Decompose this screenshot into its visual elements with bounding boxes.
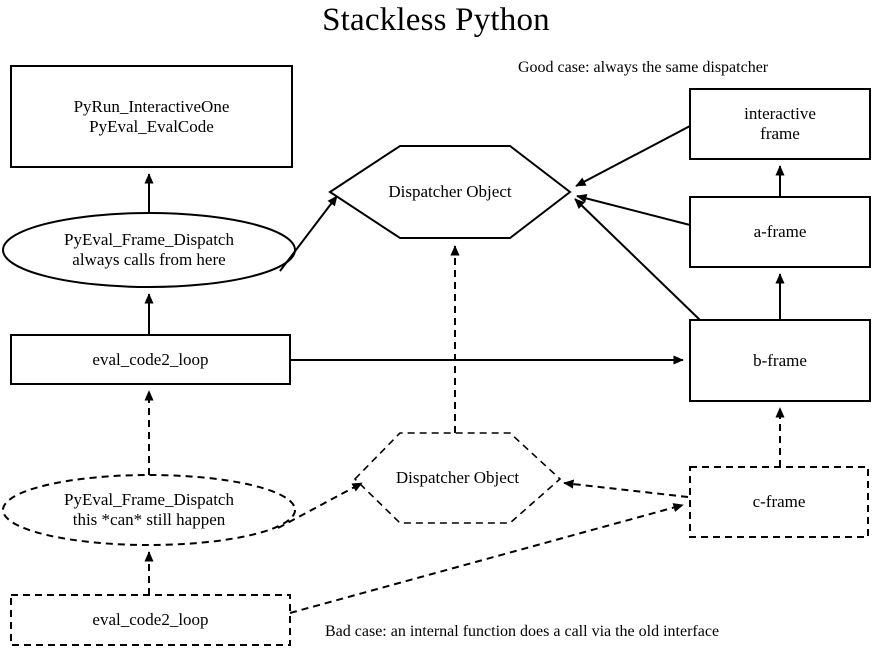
node-a-frame[interactable] bbox=[689, 196, 871, 268]
node-dispatcher-solid[interactable] bbox=[328, 145, 572, 239]
edge-interactive-to-dispatcher bbox=[575, 125, 691, 187]
edge-ellipse-bad-to-dispatcher-dashed bbox=[277, 482, 363, 529]
caption-good-case: Good case: always the same dispatcher bbox=[518, 59, 769, 76]
edge-evalloop-dashed-to-cframe bbox=[289, 503, 684, 614]
edge-bframe-to-dispatcher bbox=[574, 198, 701, 321]
page-title: Stackless Python bbox=[322, 2, 550, 38]
edge-ellipse-to-dispatcher bbox=[279, 195, 338, 272]
node-eval-loop-dashed[interactable] bbox=[10, 594, 291, 646]
node-b-frame[interactable] bbox=[689, 319, 871, 402]
node-dispatch-ellipse-good[interactable] bbox=[2, 212, 296, 288]
node-dispatch-ellipse-bad[interactable] bbox=[2, 474, 296, 546]
node-eval-loop-solid[interactable] bbox=[10, 334, 291, 385]
node-interactive-frame[interactable] bbox=[689, 88, 871, 160]
caption-bad-case: Bad case: an internal function does a ca… bbox=[325, 623, 720, 640]
edge-aframe-to-dispatcher bbox=[576, 193, 691, 226]
node-c-frame[interactable] bbox=[689, 466, 869, 538]
edge-cframe-to-dispatcher-dashed bbox=[563, 479, 689, 498]
node-dispatcher-dashed[interactable] bbox=[353, 432, 562, 524]
node-pyrun-box[interactable] bbox=[10, 65, 293, 168]
